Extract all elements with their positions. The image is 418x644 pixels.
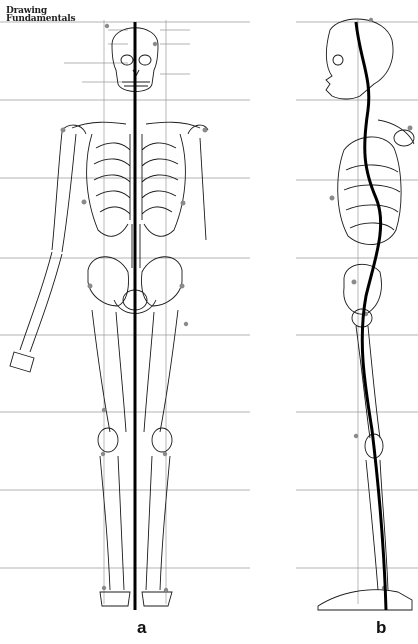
side-rib-cage [338, 120, 414, 245]
front-view-panel [0, 20, 250, 610]
front-right-arm [10, 132, 76, 372]
front-left-arm [200, 138, 206, 240]
side-joint-markers [330, 18, 413, 590]
panel-label-a: a [137, 618, 146, 638]
panel-label-b: b [376, 618, 386, 638]
side-gravity-curve [356, 22, 386, 610]
side-view-panel [296, 18, 418, 610]
front-grid-lines [0, 20, 250, 604]
side-grid-lines [296, 20, 418, 604]
side-skull [326, 19, 393, 99]
